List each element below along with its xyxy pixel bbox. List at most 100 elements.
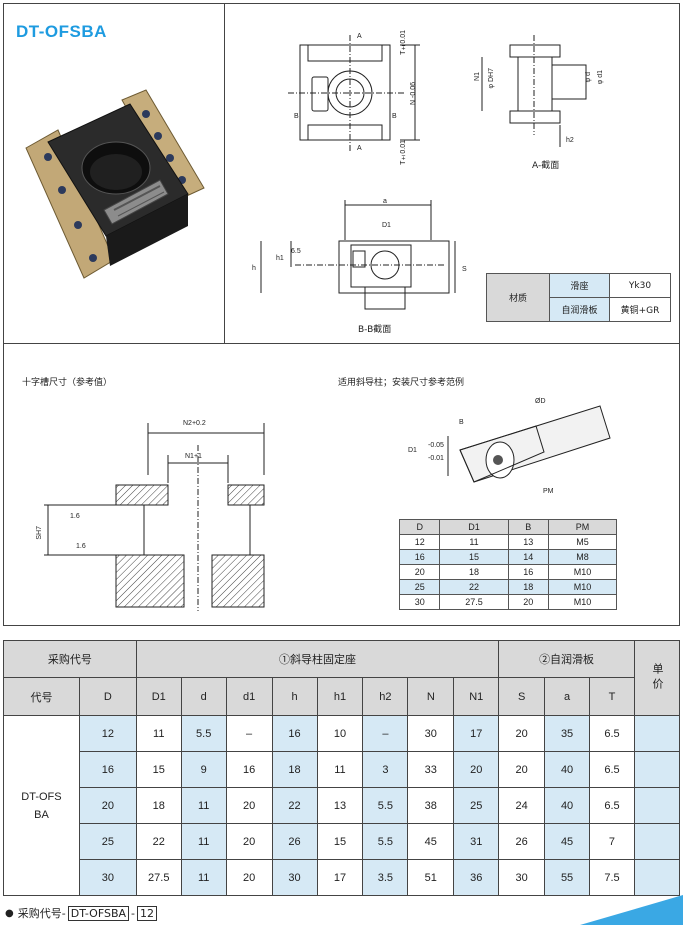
dim-tol2: -0.01 — [428, 455, 444, 462]
table-cell: 18 — [135, 787, 182, 824]
dim-h1: h1 — [276, 255, 284, 262]
table-cell: 7.5 — [589, 859, 635, 896]
table-cell: 40 — [544, 751, 591, 788]
section-a-label: A-截面 — [532, 161, 560, 171]
section-b-label: B-B截面 — [358, 325, 392, 335]
corner-accent — [580, 895, 683, 925]
table-cell: 25 — [453, 787, 500, 824]
ref-cell: 25 — [398, 579, 441, 595]
unit-price-header: 单价 — [633, 640, 681, 716]
ref-cell: 20 — [398, 564, 441, 580]
dim-h2: h2 — [566, 137, 574, 144]
product-photo — [25, 89, 205, 279]
unit-price-cell — [633, 823, 681, 860]
ref-cell: M8 — [547, 549, 618, 565]
cross-slot-heading: 十字槽尺寸（参考值） — [22, 378, 113, 388]
table-cell: 5.5 — [362, 787, 409, 824]
ref-cell: M5 — [547, 534, 618, 550]
material-value: 黄铜+GR — [609, 297, 671, 322]
dim-n1: N1 — [474, 72, 481, 81]
table-cell: 11 — [135, 715, 182, 752]
ref-cell: 20 — [507, 594, 549, 610]
material-value: Yk30 — [609, 273, 671, 298]
material-part: 滑座 — [549, 273, 610, 298]
guide-pillar-drawing — [447, 405, 611, 483]
table-cell: 11 — [180, 823, 227, 860]
dim-tol1: -0.05 — [428, 442, 444, 449]
dim-pm: PM — [543, 488, 554, 495]
table-cell: 17 — [316, 859, 364, 896]
section-a-drawing — [481, 35, 587, 147]
table-cell: 3.5 — [362, 859, 409, 896]
table-cell: 15 — [316, 823, 364, 860]
dim-d1: φ d1 — [597, 70, 604, 85]
table-cell: 12 — [78, 715, 137, 752]
unit-price-cell — [633, 751, 681, 788]
col-header: S — [498, 677, 546, 716]
col-header: T — [589, 677, 635, 716]
table-cell: 20 — [225, 823, 273, 860]
table-cell: – — [362, 715, 409, 752]
table-cell: 15 — [135, 751, 182, 788]
col-header: h2 — [362, 677, 409, 716]
table-cell: 51 — [407, 859, 455, 896]
reference-panel — [3, 343, 680, 626]
material-part: 自润滑板 — [549, 297, 610, 322]
table-cell: 35 — [544, 715, 591, 752]
dim-h: h — [252, 265, 256, 272]
group-slide-plate-header: ②自润滑板 — [498, 640, 635, 678]
table-cell: 20 — [498, 751, 546, 788]
label-a-top: A — [357, 33, 362, 40]
table-cell: 30 — [498, 859, 546, 896]
dim-n: N -0.06 — [410, 82, 417, 105]
table-cell: 13 — [316, 787, 364, 824]
col-header: N — [407, 677, 455, 716]
ref-cell: 18 — [439, 564, 509, 580]
roughness-2: 1.6 — [76, 543, 86, 550]
table-cell: 25 — [78, 823, 137, 860]
ref-col-header: PM — [547, 519, 618, 535]
ref-cell: 27.5 — [439, 594, 509, 610]
unit-price-cell — [633, 715, 681, 752]
product-code-cell: DT-OFSBA — [3, 715, 80, 896]
dim-t-top: T±0.01 — [400, 30, 407, 55]
table-cell: 33 — [407, 751, 455, 788]
dim-n2: N2+0.2 — [183, 420, 206, 427]
table-cell: 11 — [316, 751, 364, 788]
bullet-icon: ● — [5, 907, 14, 919]
table-cell: 31 — [453, 823, 500, 860]
dim-dh7: φ DH7 — [488, 68, 495, 89]
col-header: a — [544, 677, 591, 716]
label-b-right: B — [392, 113, 397, 120]
table-cell: 5.5 — [180, 715, 227, 752]
label-a-bottom: A — [357, 145, 362, 152]
dim-pillar-d1: D1 — [408, 447, 417, 454]
table-cell: 22 — [135, 823, 182, 860]
col-header: d — [180, 677, 227, 716]
dim-s: S — [462, 266, 467, 273]
section-b-drawing — [260, 200, 456, 310]
table-cell: 6.5 — [589, 715, 635, 752]
table-cell: 7 — [589, 823, 635, 860]
ref-cell: 18 — [507, 579, 549, 595]
table-cell: 3 — [362, 751, 409, 788]
ref-cell: 13 — [507, 534, 549, 550]
ref-cell: 16 — [507, 564, 549, 580]
ref-cell: M10 — [547, 579, 618, 595]
group-fixing-seat-header: ①斜导柱固定座 — [135, 640, 500, 678]
dim-65: 6.5 — [291, 248, 301, 255]
cross-slot-drawing — [44, 423, 265, 611]
table-cell: 26 — [498, 823, 546, 860]
table-cell: 30 — [271, 859, 318, 896]
col-header: h1 — [316, 677, 364, 716]
dim-d: φ d — [585, 72, 592, 83]
ref-cell: 30 — [398, 594, 441, 610]
table-cell: 30 — [78, 859, 137, 896]
